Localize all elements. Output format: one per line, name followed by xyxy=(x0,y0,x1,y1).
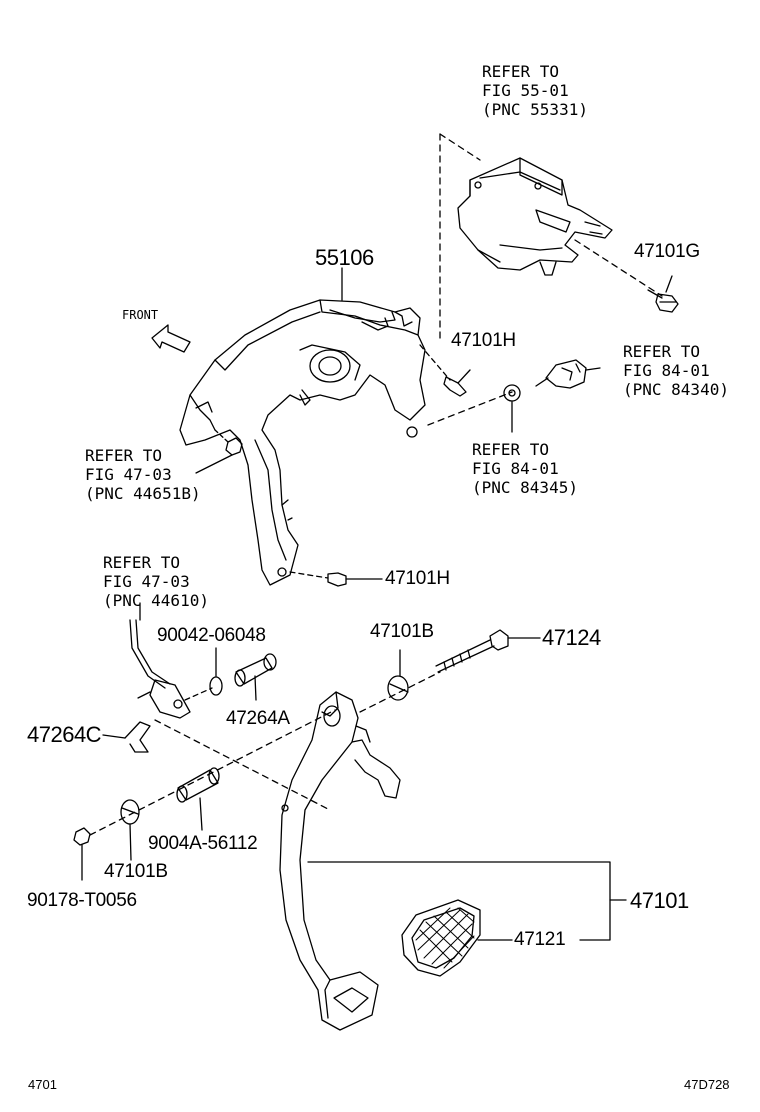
upper-bracket-drawing xyxy=(457,157,613,276)
stop-switch-drawing xyxy=(535,359,601,389)
front-arrow-drawing xyxy=(151,324,191,353)
part-47101b-bot: 47101B xyxy=(104,861,168,882)
leader-lines xyxy=(139,267,627,941)
ref-fig47-610-line3: (PNC 44610) xyxy=(103,591,209,610)
part-47264c: 47264C xyxy=(27,722,102,747)
part-47101g: 47101G xyxy=(634,241,700,262)
nut-44651b-drawing xyxy=(195,429,243,474)
pedal-arm-drawing xyxy=(279,691,401,1031)
bolt-47124-drawing xyxy=(435,629,541,673)
part-9004a-56112: 9004A-56112 xyxy=(148,833,258,854)
ref-fig47-651b-line1: REFER TO xyxy=(85,446,163,465)
pedal-pad-47121-drawing xyxy=(401,899,481,977)
footer-right: 47D728 xyxy=(684,1077,730,1092)
ref-fig47-610-line2: FIG 47-03 xyxy=(103,572,190,591)
washer-90042-drawing xyxy=(209,647,223,696)
nut-90178-drawing xyxy=(73,827,91,881)
collar-9004a-drawing xyxy=(176,767,220,831)
ref-fig84-345-line2: FIG 84-01 xyxy=(472,459,559,478)
part-47124: 47124 xyxy=(542,625,601,650)
part-55106: 55106 xyxy=(315,245,374,270)
footer-left: 4701 xyxy=(28,1077,57,1092)
clip-47264c-drawing xyxy=(102,721,151,753)
ref-fig47-651b-line2: FIG 47-03 xyxy=(85,465,172,484)
bolt-47101h-top-drawing xyxy=(419,344,471,397)
bushing-47101b-top-drawing xyxy=(387,649,409,701)
ref-fig84-345-line1: REFER TO xyxy=(472,440,550,459)
pivot-axis-dashed xyxy=(154,719,331,811)
part-47101: 47101 xyxy=(630,888,689,913)
pedal-bracket-drawing xyxy=(179,299,426,586)
ref-fig55: REFER TO FIG 55-01 (PNC 55331) xyxy=(482,62,588,119)
ref-fig47-651b-line3: (PNC 44651B) xyxy=(85,484,201,503)
ref-fig84-340: REFER TO FIG 84-01 (PNC 84340) xyxy=(623,342,729,399)
ref-fig84-345-line3: (PNC 84345) xyxy=(472,478,578,497)
part-47121: 47121 xyxy=(514,929,566,950)
part-90042-06048: 90042-06048 xyxy=(157,625,266,646)
part-47264a: 47264A xyxy=(226,708,290,729)
front-label: FRONT xyxy=(122,308,159,322)
ref-fig55-line2: FIG 55-01 xyxy=(482,81,569,100)
ref-fig84-340-line3: (PNC 84340) xyxy=(623,380,729,399)
ref-fig84-340-line1: REFER TO xyxy=(623,342,701,361)
bushing-47101b-bot-drawing xyxy=(120,799,140,861)
ref-fig55-line3: (PNC 55331) xyxy=(482,100,588,119)
ref-fig47-610-line1: REFER TO xyxy=(103,553,181,572)
part-47101h-mid: 47101H xyxy=(385,568,450,589)
ref-fig84-345: REFER TO FIG 84-01 (PNC 84345) xyxy=(472,440,578,497)
cable-clevis-drawing xyxy=(129,619,191,719)
clip-84345-drawing xyxy=(503,384,521,433)
shaft-axis-dashed xyxy=(89,709,336,836)
bolt-47101h-mid-drawing xyxy=(289,571,383,587)
ref-fig47-651b: REFER TO FIG 47-03 (PNC 44651B) xyxy=(85,446,201,503)
part-47101b-top: 47101B xyxy=(370,621,434,642)
ref-fig47-610: REFER TO FIG 47-03 (PNC 44610) xyxy=(103,553,209,610)
pin-47264a-drawing xyxy=(234,653,277,701)
ref-fig84-340-line2: FIG 84-01 xyxy=(623,361,710,380)
part-47101h-top: 47101H xyxy=(451,330,516,351)
bolt-47101g-drawing xyxy=(647,275,679,313)
ref-fig55-line1: REFER TO xyxy=(482,62,560,81)
part-90178-t0056: 90178-T0056 xyxy=(27,890,137,911)
